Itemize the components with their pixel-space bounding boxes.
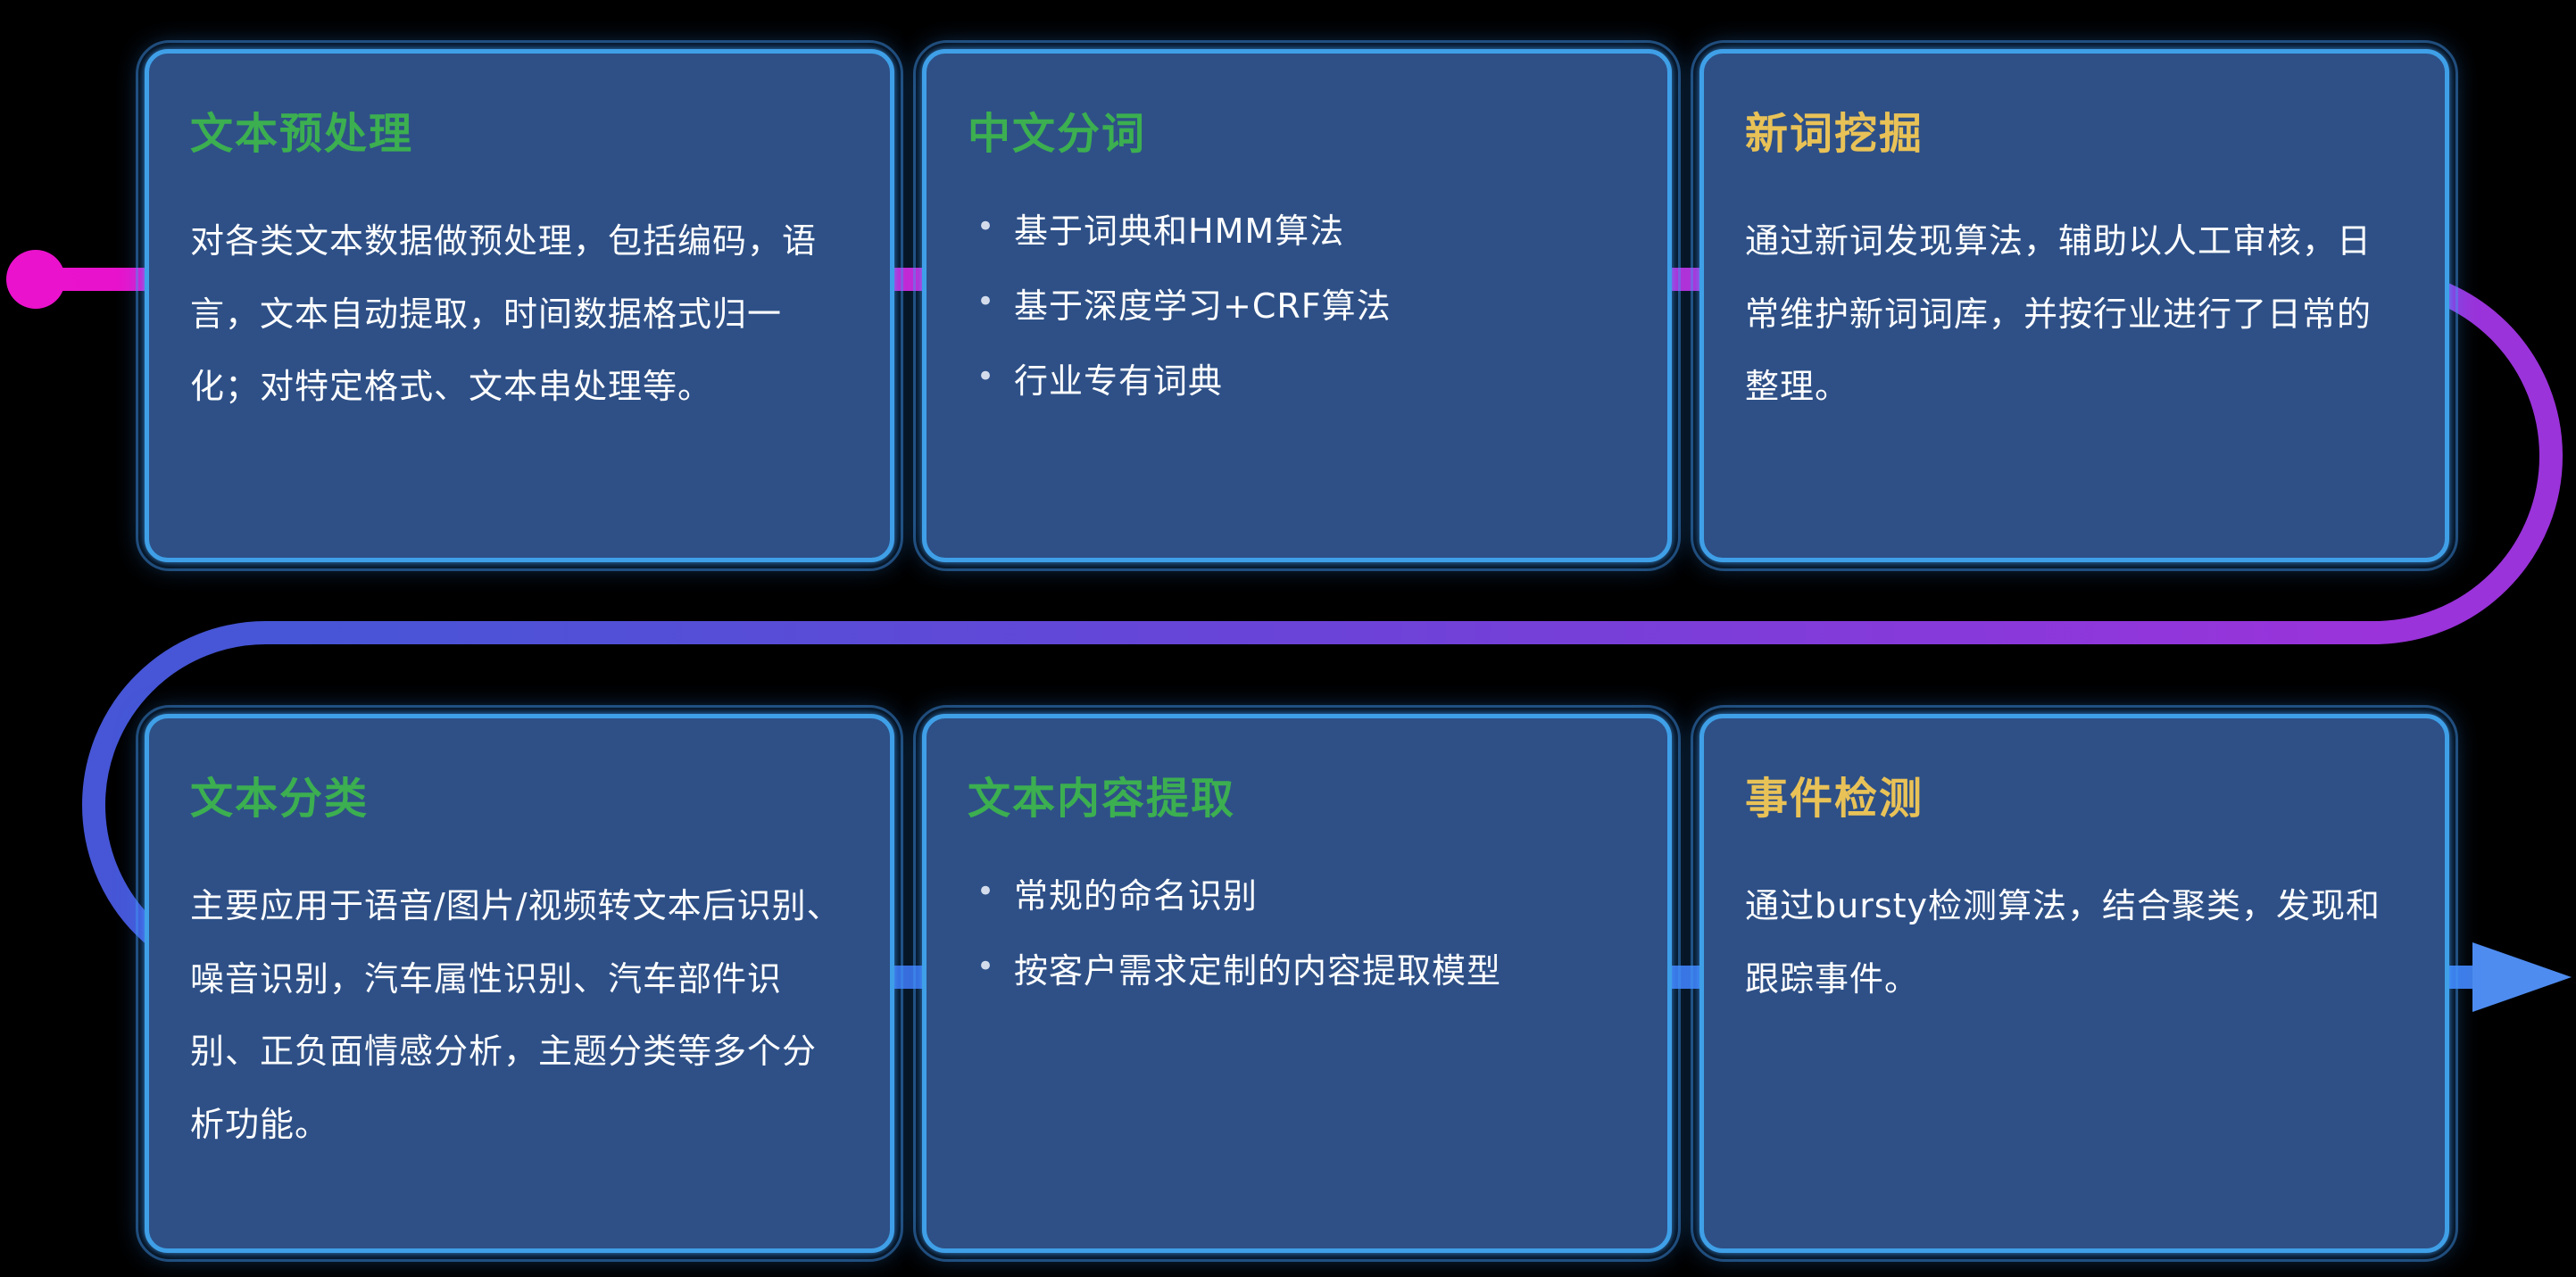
flow-end-arrow-icon: [2472, 942, 2572, 1012]
card-text-classification: 文本分类 主要应用于语音/图片/视频转文本后识别、噪音识别，汽车属性识别、汽车部…: [136, 705, 903, 1262]
bullet-item: 按客户需求定制的内容提取模型: [968, 943, 1626, 998]
row-1: 文本预处理 对各类文本数据做预处理，包括编码，语言，文本自动提取，时间数据格式归…: [136, 40, 2458, 571]
card-title: 事件检测: [1745, 774, 1924, 824]
card-chinese-word-segmentation: 中文分词 基于词典和HMM算法基于深度学习+CRF算法行业专有词典: [913, 40, 1681, 571]
card-paragraph: 主要应用于语音/图片/视频转文本后识别、噪音识别，汽车属性识别、汽车部件识别、正…: [190, 886, 842, 1145]
flow-start-dot: [6, 250, 65, 309]
card-title: 中文分词: [968, 109, 1147, 159]
card-body: 对各类文本数据做预处理，包括编码，语言，文本自动提取，时间数据格式归一化；对特定…: [190, 205, 849, 424]
card-title: 新词挖掘: [1745, 109, 1924, 159]
card-title: 文本分类: [190, 774, 370, 824]
bullet-item: 基于词典和HMM算法: [968, 203, 1626, 258]
card-event-detection: 事件检测 通过bursty检测算法，结合聚类，发现和跟踪事件。: [1691, 705, 2458, 1262]
card-body: 主要应用于语音/图片/视频转文本后识别、噪音识别，汽车属性识别、汽车部件识别、正…: [190, 870, 849, 1162]
card-body: 常规的命名识别按客户需求定制的内容提取模型: [968, 868, 1626, 998]
card-body: 基于词典和HMM算法基于深度学习+CRF算法行业专有词典: [968, 203, 1626, 408]
card-new-word-mining: 新词挖掘 通过新词发现算法，辅助以人工审核，日常维护新词词库，并按行业进行了日常…: [1691, 40, 2458, 571]
card-title: 文本预处理: [190, 109, 414, 159]
card-body: 通过新词发现算法，辅助以人工审核，日常维护新词词库，并按行业进行了日常的整理。: [1745, 205, 2404, 424]
card-body: 通过bursty检测算法，结合聚类，发现和跟踪事件。: [1745, 870, 2404, 1016]
card-bullet-list: 常规的命名识别按客户需求定制的内容提取模型: [968, 868, 1626, 998]
card-title: 文本内容提取: [968, 774, 1236, 824]
bullet-item: 行业专有词典: [968, 353, 1626, 408]
card-text-preprocessing: 文本预处理 对各类文本数据做预处理，包括编码，语言，文本自动提取，时间数据格式归…: [136, 40, 903, 571]
card-paragraph: 通过bursty检测算法，结合聚类，发现和跟踪事件。: [1745, 886, 2381, 999]
row-2: 文本分类 主要应用于语音/图片/视频转文本后识别、噪音识别，汽车属性识别、汽车部…: [136, 705, 2458, 1262]
bullet-item: 常规的命名识别: [968, 868, 1626, 923]
card-paragraph: 对各类文本数据做预处理，包括编码，语言，文本自动提取，时间数据格式归一化；对特定…: [190, 221, 818, 407]
card-text-content-extraction: 文本内容提取 常规的命名识别按客户需求定制的内容提取模型: [913, 705, 1681, 1262]
card-bullet-list: 基于词典和HMM算法基于深度学习+CRF算法行业专有词典: [968, 203, 1626, 408]
bullet-item: 基于深度学习+CRF算法: [968, 278, 1626, 333]
card-paragraph: 通过新词发现算法，辅助以人工审核，日常维护新词词库，并按行业进行了日常的整理。: [1745, 221, 2372, 407]
